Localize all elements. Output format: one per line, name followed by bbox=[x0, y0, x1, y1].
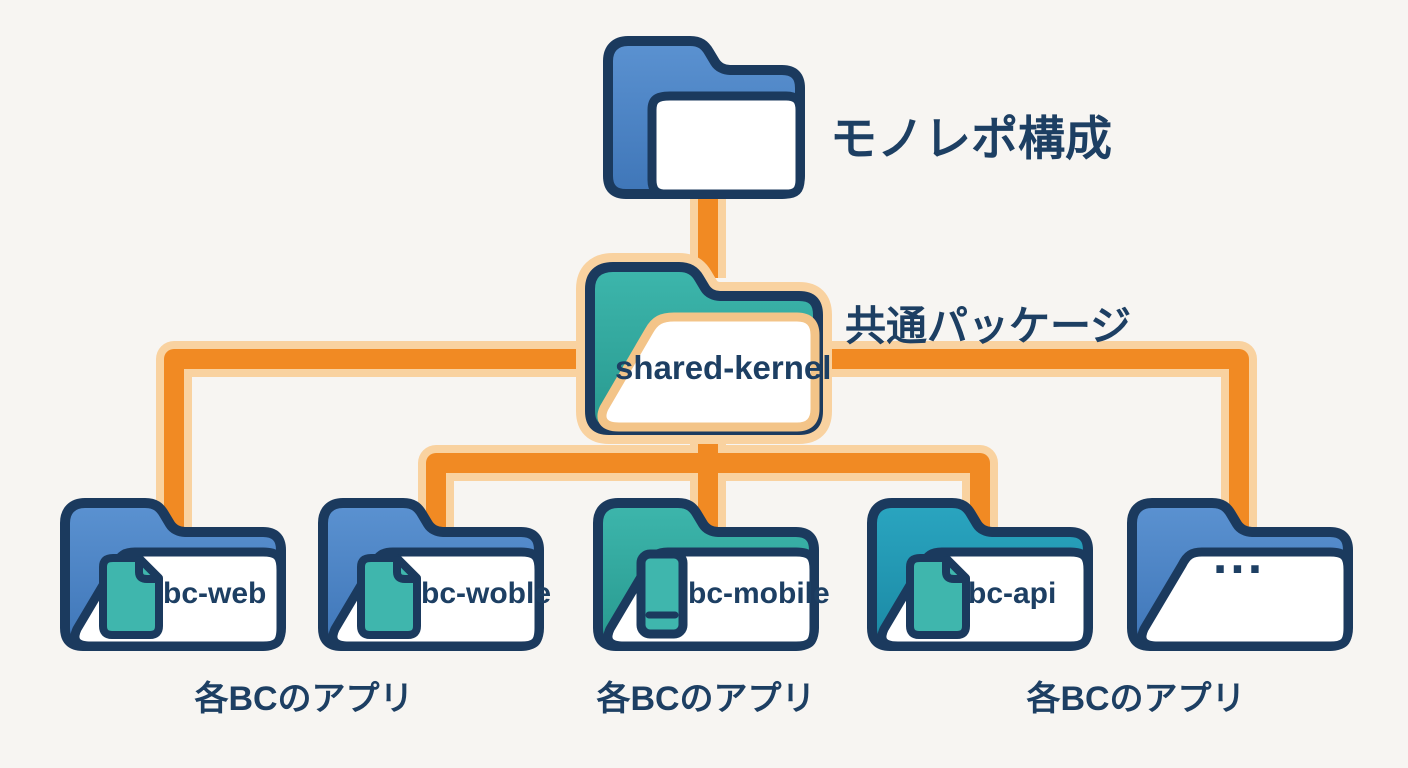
folder-name-label: bc-mobile bbox=[688, 577, 830, 610]
app-folder-bc-woble: bc-woble bbox=[313, 490, 551, 652]
folder-name-label: bc-woble bbox=[421, 577, 552, 610]
app-folder-more: ... bbox=[1122, 490, 1356, 652]
group-label-center: 各BCのアプリ bbox=[596, 680, 816, 718]
phone-icon bbox=[636, 549, 688, 639]
diagram-title: モノレポ構成 bbox=[830, 112, 1112, 165]
document-icon bbox=[99, 554, 163, 639]
document-icon bbox=[357, 554, 421, 639]
shared-kernel-name: shared-kernel bbox=[615, 349, 832, 386]
app-folder-bc-api: bc-api bbox=[862, 490, 1096, 652]
app-folder-bc-mobile: bc-mobile bbox=[588, 490, 830, 652]
folder-icon bbox=[593, 498, 819, 651]
group-label-left: 各BCのアプリ bbox=[194, 680, 414, 718]
folder-icon bbox=[318, 498, 544, 651]
folder-icon bbox=[576, 253, 832, 444]
group-label-right: 各BCのアプリ bbox=[1026, 680, 1246, 718]
shared-kernel-folder: shared-kernel bbox=[576, 251, 832, 444]
shared-package-title: 共通パッケージ bbox=[845, 303, 1132, 349]
folder-name-label: bc-api bbox=[968, 577, 1057, 610]
app-folder-bc-web: bc-web bbox=[55, 490, 289, 652]
folder-icon bbox=[1127, 498, 1353, 651]
folder-icon bbox=[60, 498, 286, 651]
ellipsis-label: ... bbox=[1212, 527, 1266, 585]
folder-icon bbox=[867, 498, 1093, 651]
document-icon bbox=[906, 554, 970, 639]
folder-name-label: bc-web bbox=[163, 577, 267, 610]
folder-icon bbox=[603, 36, 805, 199]
root-folder bbox=[598, 28, 808, 200]
